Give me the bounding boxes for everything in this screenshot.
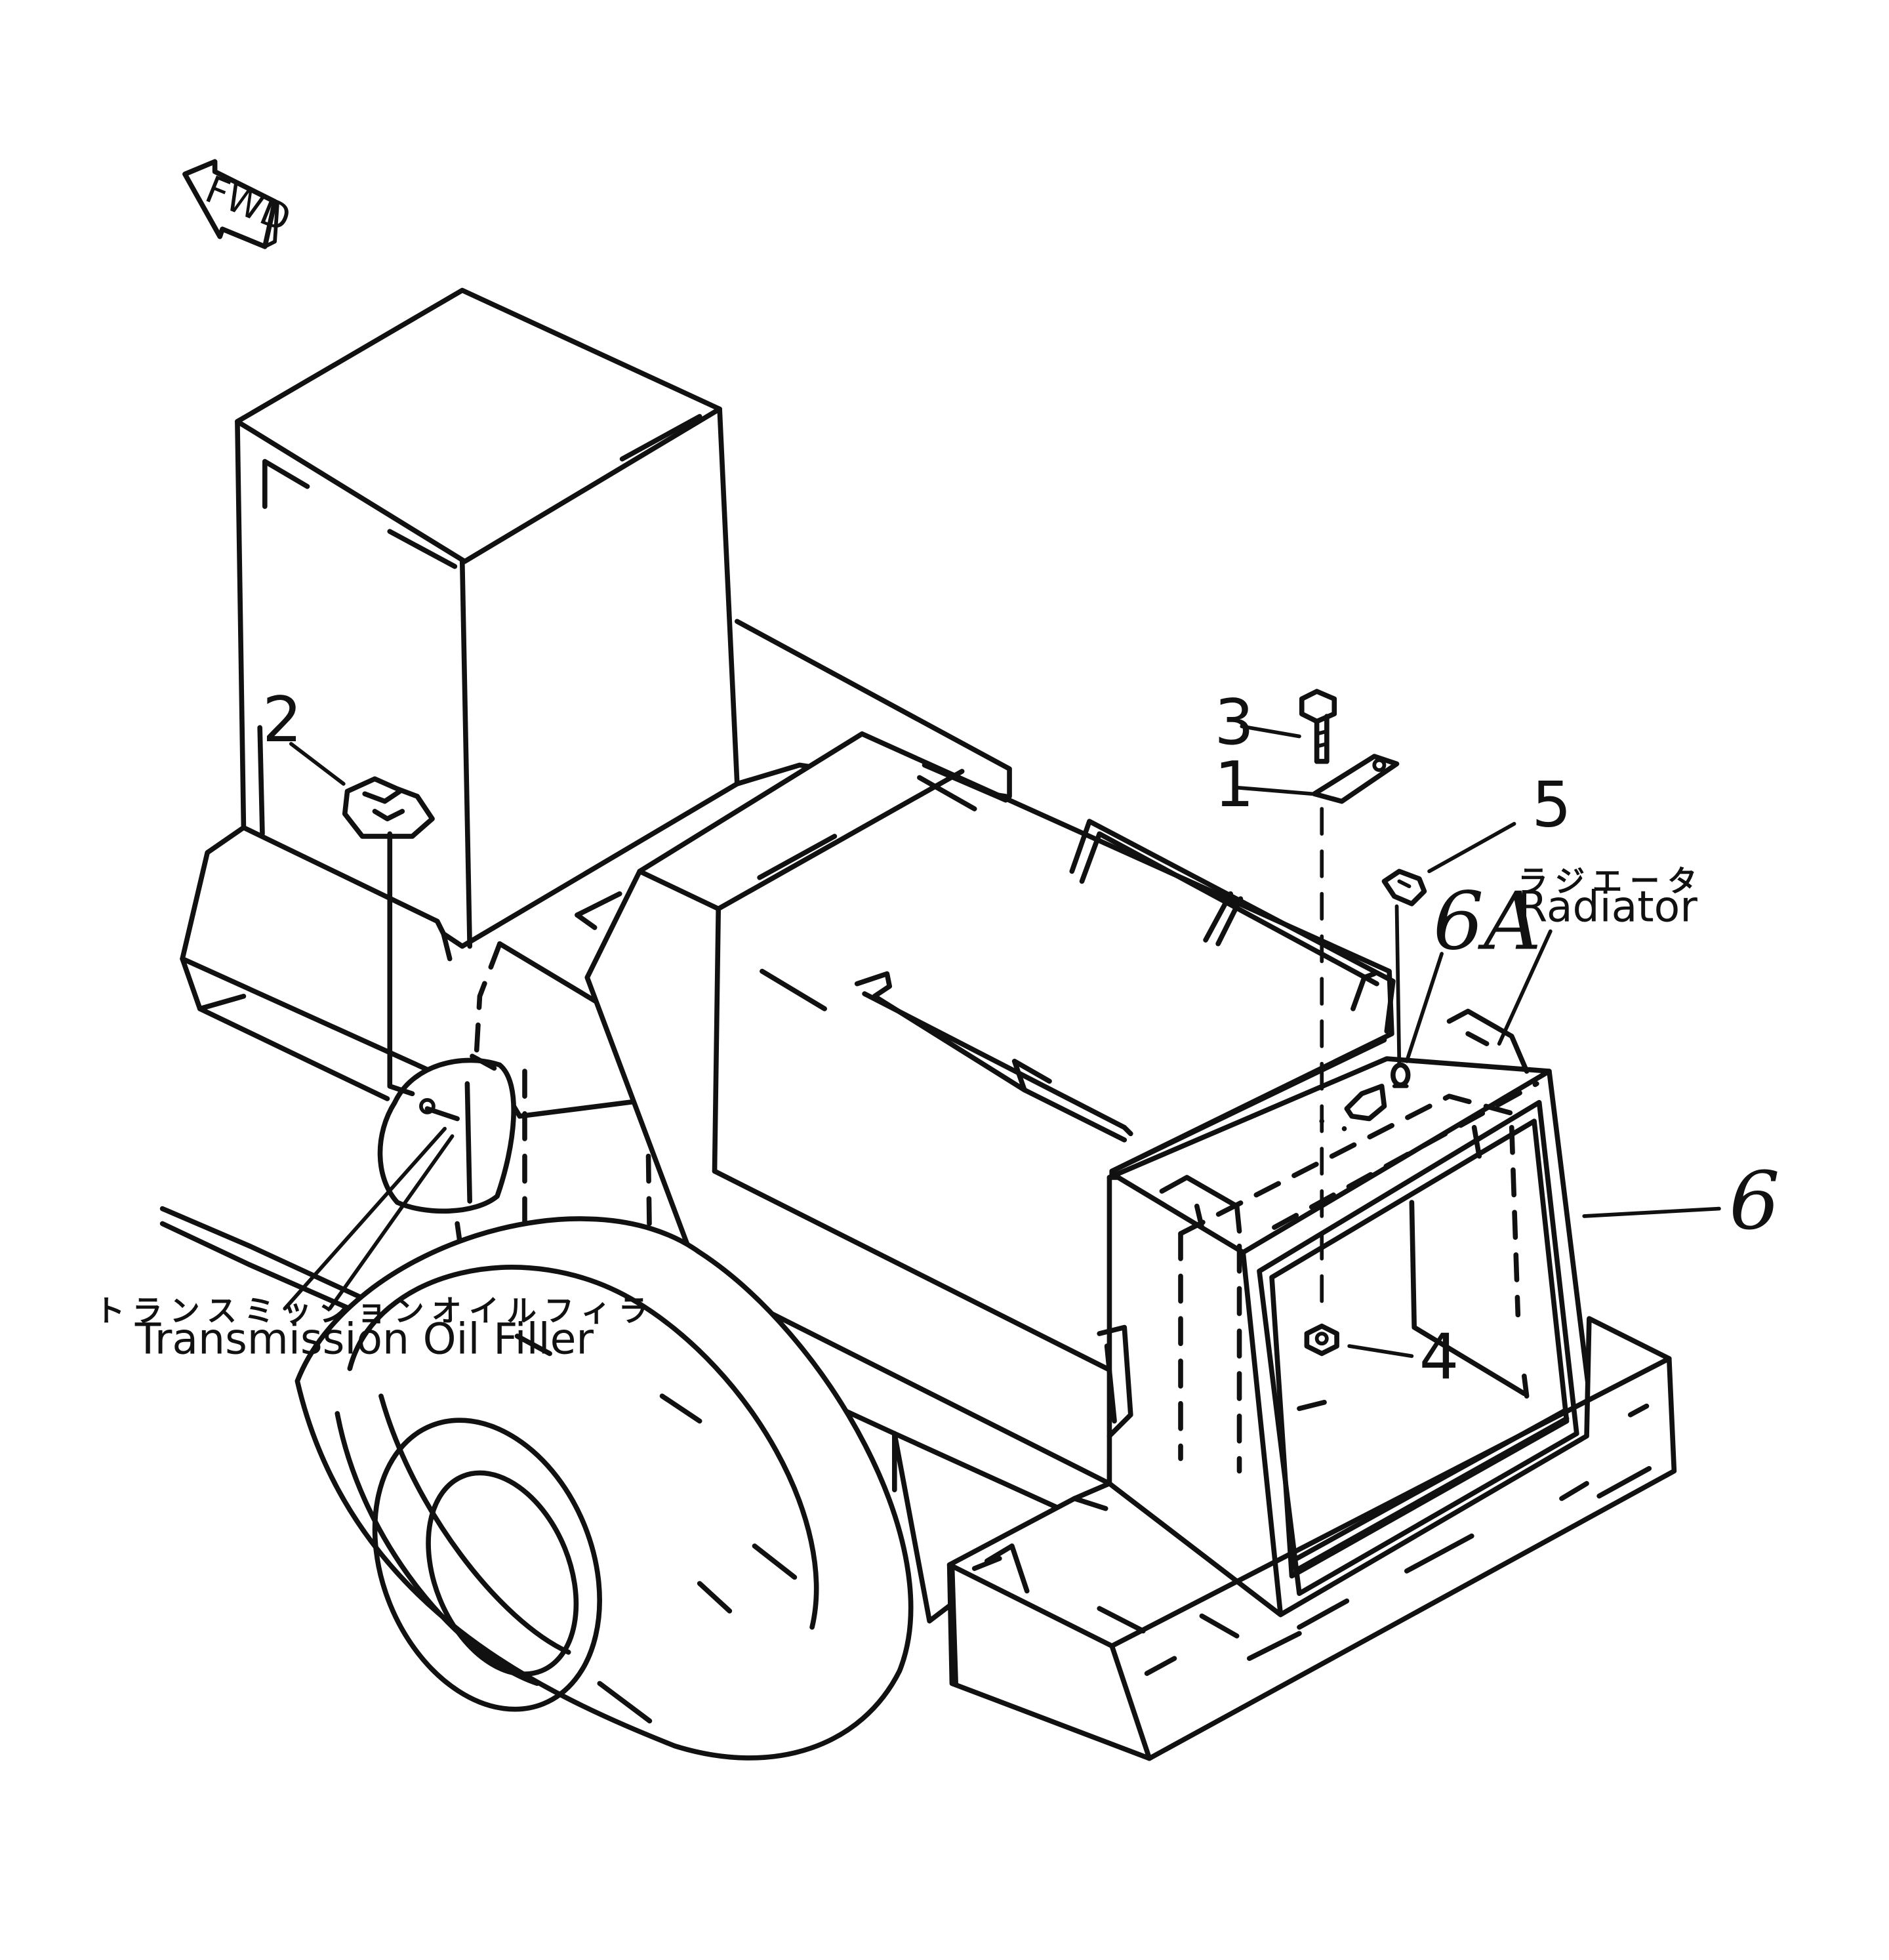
- engine-hood: [575, 731, 1396, 1486]
- transmission-oil-filler-label-jp: トランスミッションオイルフィラ: [95, 1294, 656, 1328]
- forward-arrow-icon: [182, 159, 277, 249]
- counterweight: [946, 1316, 1677, 1761]
- transmission-oil-filler-label: Transmission Oil Filler: [134, 1315, 594, 1364]
- filler-detail: [377, 831, 516, 1214]
- labels: トランスミッションオイルフィラ Transmission Oil Filler …: [95, 864, 1705, 1364]
- callout-6: 6: [1729, 1154, 1780, 1248]
- callout-4: 4: [1419, 1322, 1459, 1394]
- radiator-label-jp: ラジエータ: [1518, 864, 1705, 899]
- wheel: [295, 1216, 914, 1761]
- callout-5: 5: [1532, 769, 1572, 842]
- callout-1: 1: [1214, 749, 1254, 821]
- radiator-label: Radiator: [1518, 882, 1697, 931]
- part-2-filler-cap: [342, 776, 435, 839]
- part-1-plate: [1311, 754, 1400, 804]
- part-3-bolt: [1299, 689, 1337, 764]
- callout-3: 3: [1214, 687, 1254, 759]
- fwd-badge: FWD: [182, 159, 296, 249]
- part-4-nut: [1304, 1323, 1339, 1357]
- leader-lines: [283, 724, 1721, 1358]
- part-5-cap: [1381, 868, 1427, 907]
- callout-6a: 6A: [1433, 874, 1542, 968]
- assembly-lines: [1319, 807, 1402, 1321]
- callouts: 2 3 1 5 6A 4 6: [262, 684, 1780, 1393]
- callout-2: 2: [262, 684, 302, 756]
